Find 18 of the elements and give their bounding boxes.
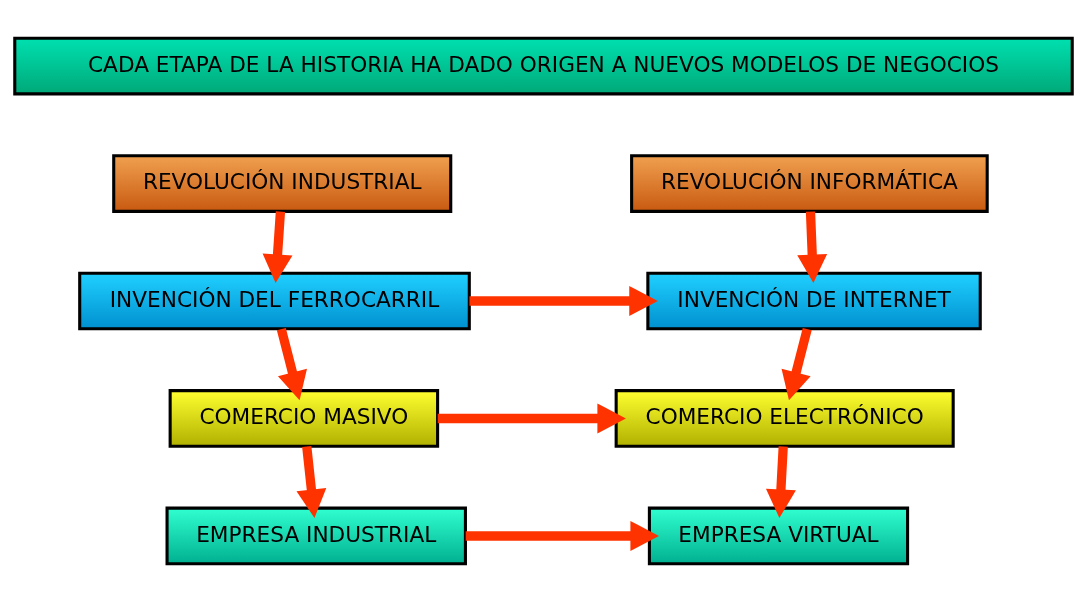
node-box: COMERCIO MASIVO: [168, 388, 440, 448]
arrow: [296, 445, 327, 518]
arrow: [262, 210, 293, 283]
arrow: [781, 327, 812, 400]
arrow: [469, 285, 658, 316]
arrow: [465, 520, 659, 551]
arrow: [437, 403, 626, 433]
node-box: REVOLUCIÓN INDUSTRIAL: [112, 153, 453, 213]
node-box: COMERCIO ELECTRÓNICO: [614, 388, 955, 448]
node-box: INVENCIÓN DEL FERROCARRIL: [78, 271, 471, 330]
node-box: EMPRESA INDUSTRIAL: [165, 506, 467, 565]
node-box: CADA ETAPA DE LA HISTORIA HA DADO ORIGEN A NUEVOS MODELOS DE NEGOCIOS: [13, 36, 1074, 95]
node-box: INVENCIÓN DE INTERNET: [646, 271, 982, 330]
node-box: REVOLUCIÓN INFORMÁTICA: [630, 153, 989, 213]
arrow: [765, 445, 796, 518]
arrow: [276, 327, 307, 400]
arrow: [797, 210, 828, 283]
node-box: EMPRESA VIRTUAL: [647, 506, 910, 565]
